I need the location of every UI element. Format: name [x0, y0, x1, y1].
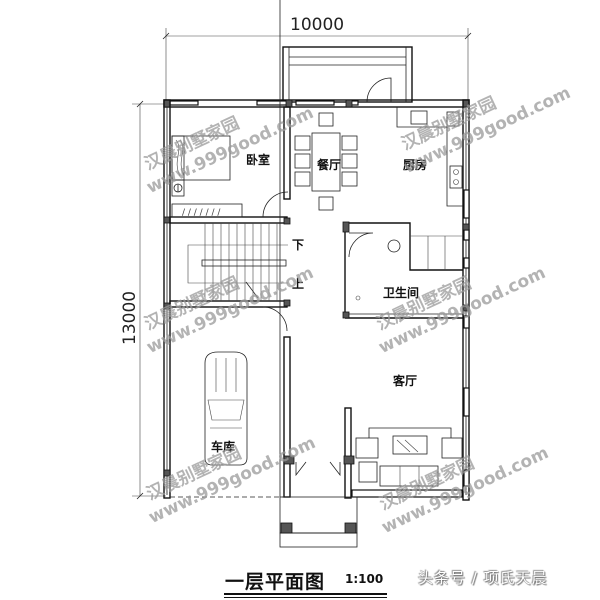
staircase: 下 上: [169, 217, 304, 332]
exterior-walls: [163, 99, 470, 501]
drawing-scale: 1:100: [345, 572, 384, 586]
room-label-bathroom: 卫生间: [383, 285, 419, 300]
room-label-dining: 餐厅: [317, 157, 341, 172]
width-dimension-label: 10000: [290, 15, 344, 35]
balcony-top: [282, 46, 413, 103]
stair-up-label: 上: [292, 276, 304, 291]
dimension-height: 13000: [120, 100, 166, 500]
title-underline-thin: [224, 597, 387, 598]
room-label-living: 客厅: [392, 373, 417, 388]
room-kitchen: 厨房: [396, 107, 463, 207]
drawing-title: 一层平面图: [225, 571, 326, 593]
room-bathroom: 卫生间: [342, 221, 463, 319]
room-label-garage: 车库: [211, 439, 235, 454]
dimension-width: 10000: [162, 15, 472, 100]
room-label-bedroom: 卧室: [246, 152, 270, 167]
watermarks: 汉晨别墅家园 www.999good.com 汉晨别墅家园 www.999goo…: [141, 83, 574, 538]
room-dining: 餐厅: [294, 112, 358, 211]
room-label-kitchen: 厨房: [403, 157, 427, 172]
entry-porch: [279, 0, 358, 548]
author-credit: 头条号 / 项氏天晨: [418, 569, 548, 587]
room-living: 客厅: [344, 373, 463, 499]
stair-down-label: 下: [292, 238, 304, 252]
title-underline: [224, 593, 387, 595]
height-dimension-label: 13000: [120, 291, 140, 345]
svg-text:/ / / / / / /: / / / / / / /: [182, 208, 221, 218]
